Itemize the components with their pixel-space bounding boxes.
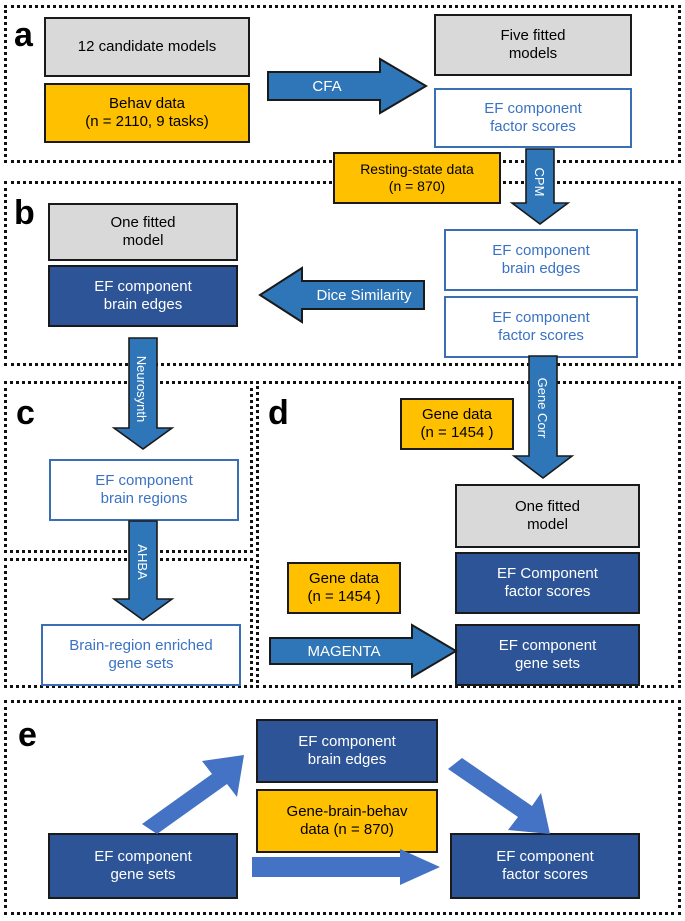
box-enriched-line2: gene sets [108,655,174,672]
box-ef-component-factor-scores-e: EF component factor scores [450,833,640,899]
box-resting-state-line1: Resting-state data [360,161,474,178]
box-behav-data-line2: (n = 2110, 9 tasks) [85,113,209,130]
box-ef-edges-b-left-line2: brain edges [103,296,183,313]
box-gene-data-bot-line1: Gene data [308,570,380,588]
box-ef-scores-e-line2: factor scores [502,866,588,883]
box-ef-gene-sets-d-line1: EF component [498,637,597,655]
box-ef-edges-b-right-line2: brain edges [501,260,581,277]
box-gene-data-top-line1: Gene data [421,406,493,424]
arrow-cfa-label: CFA [312,77,342,95]
box-ef-edges-e-line1: EF component [298,733,396,751]
box-resting-state-line2: (n = 870) [388,178,446,194]
box-five-fitted-line2: models [508,45,558,62]
box-ef-edges-b-right-line1: EF component [492,242,590,260]
panel-c-letter: c [16,394,35,432]
box-candidate-models-text: 12 candidate models [77,38,217,56]
box-brain-region-enriched-gene-sets: Brain-region enriched gene sets [41,624,241,686]
box-ef-factor-scores-b-right: EF component factor scores [444,296,638,358]
panel-b-letter: b [14,194,35,232]
box-one-fitted-model-b: One fitted model [48,203,238,261]
box-enriched-line1: Brain-region enriched [69,637,213,655]
box-one-fitted-d-line2: model [527,516,568,533]
box-behav-data: Behav data (n = 2110, 9 tasks) [44,83,250,143]
arrow-magenta-label: MAGENTA [307,642,381,660]
arrow-ahba-label: AHBA [135,544,151,580]
box-gene-brain-behav-line2: data (n = 870) [300,821,394,838]
box-ef-brain-regions-line2: brain regions [100,490,188,507]
box-ef-brain-edges-b-left: EF component brain edges [48,265,238,327]
box-ef-edges-e-line2: brain edges [307,751,387,768]
box-candidate-models: 12 candidate models [44,17,250,77]
box-ef-component-gene-sets-e: EF component gene sets [48,833,238,899]
box-ef-gene-sets-d-line2: gene sets [514,655,581,672]
box-ef-brain-regions-line1: EF component [95,472,193,490]
box-gene-data-top-line2: (n = 1454 ) [420,424,494,441]
box-ef-comp-scores-d-line2: factor scores [504,583,591,600]
box-ef-component-factor-scores-d: EF Component factor scores [455,552,640,614]
box-ef-scores-b-right-line2: factor scores [498,327,584,344]
panel-d-letter: d [268,394,289,432]
box-resting-state-data: Resting-state data (n = 870) [333,152,501,204]
arrow-cpm-label: CPM [532,167,548,197]
box-gene-brain-behav-data: Gene-brain-behav data (n = 870) [256,789,438,853]
arrow-neurosynth-label: Neurosynth [134,355,150,423]
panel-d [256,381,681,688]
box-ef-brain-edges-b-right: EF component brain edges [444,229,638,291]
box-ef-scores-b-right-line1: EF component [492,309,590,327]
panel-e-letter: e [18,716,37,754]
box-ef-comp-scores-d-line1: EF Component [497,565,598,583]
box-ef-gene-sets-e-line1: EF component [94,848,192,866]
box-five-fitted-models: Five fitted models [434,14,632,76]
arrow-gene-corr-label: Gene Corr [535,377,551,439]
box-gene-brain-behav-line1: Gene-brain-behav [286,803,408,821]
box-behav-data-line1: Behav data [109,95,185,113]
box-gene-data-top: Gene data (n = 1454 ) [400,398,514,450]
box-ef-brain-regions: EF component brain regions [49,459,239,521]
box-one-fitted-b-line1: One fitted [110,214,176,232]
box-ef-edges-b-left-line1: EF component [94,278,192,296]
box-ef-factor-scores-a-line1: EF component [484,100,582,118]
box-ef-factor-scores-a-line2: factor scores [490,118,576,135]
box-gene-data-bottom: Gene data (n = 1454 ) [287,562,401,614]
box-ef-component-brain-edges-e: EF component brain edges [256,719,438,783]
arrow-dice-similarity-label: Dice Similarity [316,286,412,304]
box-one-fitted-model-d: One fitted model [455,484,640,548]
box-five-fitted-line1: Five fitted [500,27,566,45]
box-ef-gene-sets-e-line2: gene sets [110,866,176,883]
panel-e [4,700,681,915]
box-ef-factor-scores-a: EF component factor scores [434,88,632,148]
box-ef-scores-e-line1: EF component [496,848,594,866]
box-ef-component-gene-sets-d: EF component gene sets [455,624,640,686]
panel-a-letter: a [14,16,33,54]
box-gene-data-bot-line2: (n = 1454 ) [307,588,381,605]
box-one-fitted-b-line2: model [122,232,164,249]
box-one-fitted-d-line1: One fitted [514,498,581,516]
